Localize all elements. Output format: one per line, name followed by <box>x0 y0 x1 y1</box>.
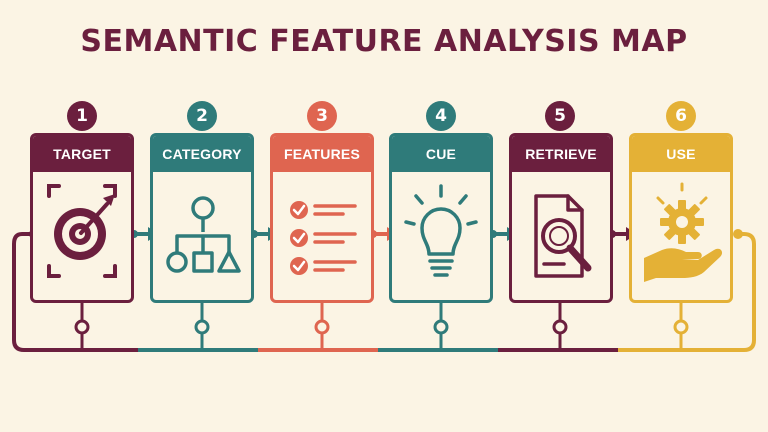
step-card-target: TARGET <box>30 133 134 303</box>
step-card-cue: CUE <box>389 133 493 303</box>
stem-4 <box>433 303 449 350</box>
step-number-1: 1 <box>67 101 97 131</box>
step-label-category: CATEGORY <box>153 136 251 172</box>
stem-3 <box>314 303 330 350</box>
hand-gear-icon <box>644 182 723 282</box>
step-card-category: CATEGORY <box>150 133 254 303</box>
check-item-1 <box>290 201 357 219</box>
checklist-icon <box>290 201 357 275</box>
step-number-4: 4 <box>426 101 456 131</box>
document-search-icon <box>534 194 592 278</box>
target-arrow-icon <box>47 184 117 278</box>
lightbulb-icon <box>404 184 478 277</box>
stem-6 <box>673 303 689 350</box>
step-label-use: USE <box>632 136 730 172</box>
step-number-5: 5 <box>545 101 575 131</box>
stem-2 <box>194 303 210 350</box>
step-card-use: USE <box>629 133 733 303</box>
step-number-3: 3 <box>307 101 337 131</box>
right-loop-dot <box>733 229 743 239</box>
step-card-retrieve: RETRIEVE <box>509 133 613 303</box>
check-item-3 <box>290 257 357 275</box>
step-label-features: FEATURES <box>273 136 371 172</box>
hand-shape <box>644 248 723 282</box>
step-label-cue: CUE <box>392 136 490 172</box>
step-label-retrieve: RETRIEVE <box>512 136 610 172</box>
step-label-target: TARGET <box>33 136 131 172</box>
page-title: SEMANTIC FEATURE ANALYSIS MAP <box>80 24 688 59</box>
stem-5 <box>552 303 568 350</box>
right-loop-line <box>618 232 756 352</box>
gear-icon <box>660 200 704 244</box>
stem-1 <box>74 303 90 350</box>
hierarchy-shapes-icon <box>166 196 241 273</box>
step-number-6: 6 <box>666 101 696 131</box>
step-card-features: FEATURES <box>270 133 374 303</box>
check-item-2 <box>290 229 357 247</box>
step-number-2: 2 <box>187 101 217 131</box>
left-loop-line <box>12 232 138 352</box>
